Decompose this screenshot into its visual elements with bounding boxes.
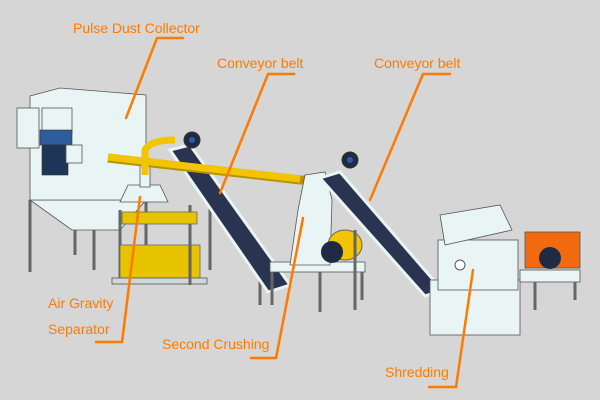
leader-dust-collector	[124, 36, 185, 120]
shredder	[429, 204, 581, 336]
leader-air-gravity	[94, 195, 142, 344]
label-second-crushing: Second Crushing	[162, 336, 269, 352]
label-conveyor-belt-1: Conveyor belt	[217, 55, 303, 71]
yellow-pipe	[107, 136, 305, 185]
label-air-gravity: Air Gravity	[48, 295, 113, 311]
motor-blue	[39, 129, 73, 146]
pulse-dust-collector	[16, 87, 148, 272]
leader-shredding	[427, 268, 475, 389]
label-conveyor-belt-2: Conveyor belt	[374, 55, 460, 71]
label-pulse-dust-collector: Pulse Dust Collector	[73, 20, 200, 36]
leader-second-crushing	[249, 216, 305, 360]
label-separator: Separator	[48, 321, 110, 337]
leader-conveyor-1	[218, 72, 296, 195]
label-shredding: Shredding	[385, 364, 449, 380]
air-gravity-separator	[111, 164, 212, 285]
leader-conveyor-2	[368, 72, 452, 202]
